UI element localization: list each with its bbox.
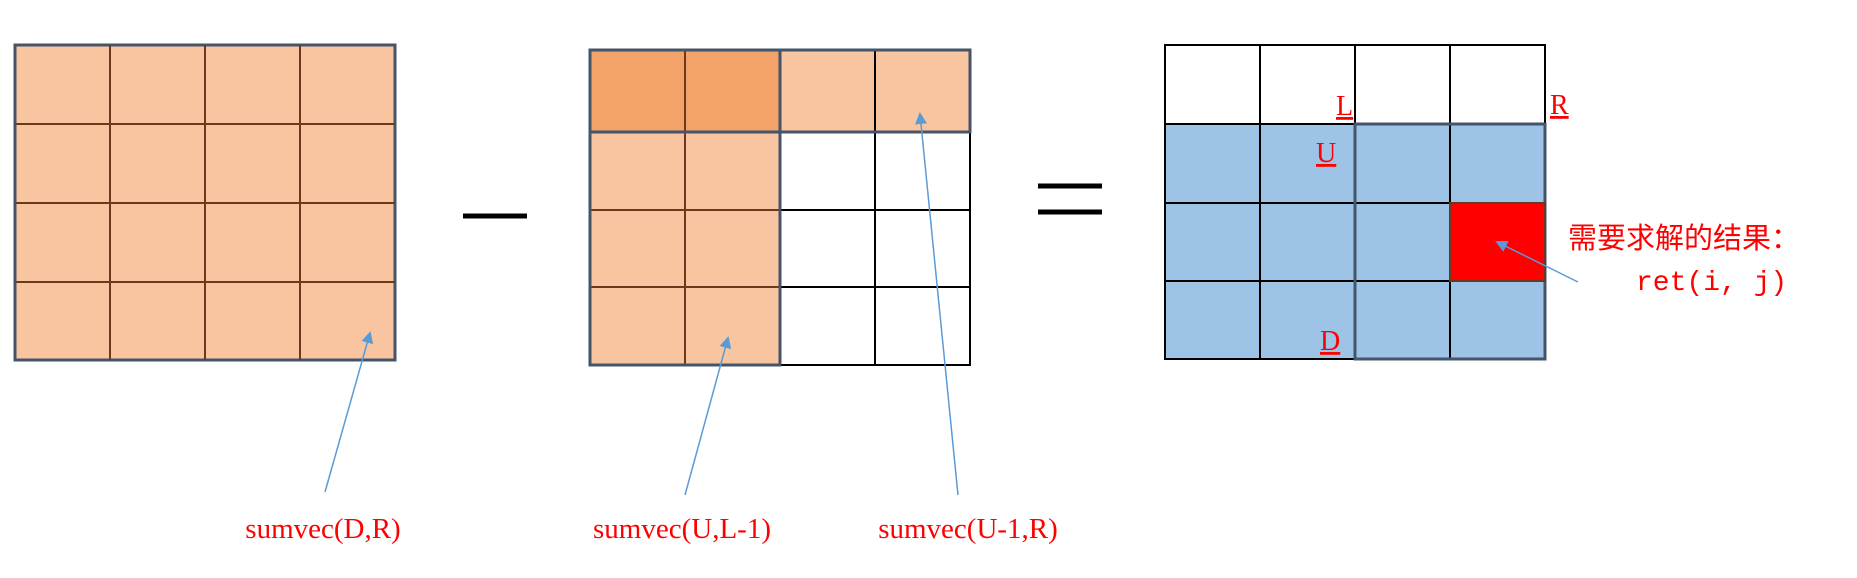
- label-left-sum: sumvec(D,R): [245, 513, 400, 545]
- arrow-result: [1495, 241, 1579, 283]
- right-red-cell-border: [1449, 202, 1546, 282]
- arrows: [324, 112, 1579, 496]
- arrow-mid-upper: [915, 112, 959, 496]
- corner-label-R: R: [1550, 90, 1569, 121]
- middle-grid: [588, 48, 972, 367]
- corner-label-U: U: [1316, 138, 1336, 169]
- label-mid-lower-sum: sumvec(U,L-1): [593, 513, 771, 545]
- arrow-mid-lower: [684, 336, 732, 496]
- left-grid: [13, 43, 397, 362]
- corner-label-D: D: [1320, 326, 1340, 357]
- label-mid-upper-sum: sumvec(U-1,R): [878, 513, 1058, 545]
- left-grid-lines: [15, 45, 395, 360]
- arrow-left-sum: [324, 331, 374, 493]
- right-grid: [1164, 44, 1547, 361]
- corner-label-L: L: [1336, 91, 1353, 122]
- middle-region-borders: [588, 48, 972, 367]
- result-title: 需要求解的结果：: [1568, 221, 1800, 255]
- result-formula: ret(i, j): [1636, 268, 1787, 299]
- equals-operator: [1038, 183, 1102, 215]
